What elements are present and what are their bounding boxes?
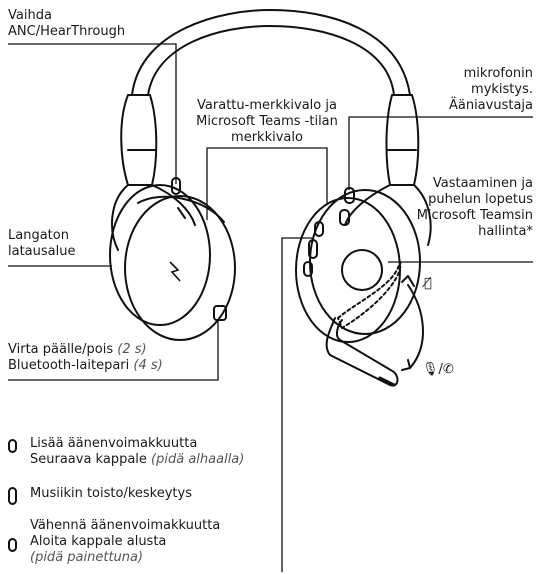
right-slider (385, 94, 420, 186)
wireless-charging-label: Langaton latausalue (8, 228, 75, 260)
power-line: Virta päälle/pois (2 s) (8, 342, 163, 358)
button-icon (8, 487, 17, 505)
teams-button (341, 249, 383, 291)
left-slider (120, 94, 158, 186)
wireless-charging-icon (169, 261, 181, 282)
headband (131, 9, 411, 96)
boom-mic (325, 317, 399, 387)
answer-label-line1: Vastaaminen ja (432, 176, 533, 191)
phone-icon: ✆ (442, 362, 454, 377)
vol-down-hint: (pidä painettuna) (30, 550, 144, 565)
legend-volume-down: Vähennä äänenvoimakkuutta Aloita kappale… (8, 518, 220, 566)
power-pairing-label: Virta päälle/pois (2 s) Bluetooth-laitep… (8, 342, 163, 374)
mute-icon: 🎙̸ (424, 276, 432, 291)
legend-volume-up: Lisää äänenvoimakkuutta Seuraava kappale… (8, 436, 244, 468)
anc-label-line2: ANC/HearThrough (8, 24, 126, 39)
pair-hint: (4 s) (133, 358, 163, 373)
answer-call-label: Vastaaminen ja puhelun lopetus Microsoft… (417, 176, 533, 240)
play-pause-text: Musiikin toisto/keskeytys (30, 486, 192, 501)
button-icon (8, 439, 17, 453)
mic-phone-icons: 🎙/✆ (422, 362, 454, 377)
anc-label-line1: Vaihda (8, 8, 52, 23)
answer-label-line2: puhelun lopetus (428, 192, 533, 207)
mic-icon: 🎙 (422, 362, 439, 377)
power-text: Virta päälle/pois (8, 342, 114, 357)
vol-up-line2: Seuraava kappale (30, 452, 147, 467)
busy-label-line2: Microsoft Teams -tilan (196, 114, 338, 129)
vol-down-line2: Aloita kappale alusta (30, 534, 167, 549)
mic-label-line3: Ääniavustaja (448, 98, 533, 113)
power-hint: (2 s) (117, 342, 147, 357)
busy-light-label: Varattu-merkkivalo ja Microsoft Teams -t… (174, 98, 360, 146)
vol-up-line1: Lisää äänenvoimakkuutta (30, 436, 198, 451)
answer-label-line4: hallinta* (478, 224, 533, 239)
mic-mute-label: mikrofonin mykistys. Ääniavustaja (449, 66, 533, 114)
vol-down-line1: Vähennä äänenvoimakkuutta (30, 518, 221, 533)
left-earcup-face (124, 195, 236, 341)
wireless-label-line1: Langaton (8, 228, 69, 243)
mic-label-line1: mikrofonin (463, 66, 533, 81)
vol-up-hint: (pidä alhaalla) (151, 452, 245, 467)
mic-label-line2: mykistys. (471, 82, 533, 97)
answer-label-line3: Microsoft Teamsin (416, 208, 533, 223)
pair-line: Bluetooth-laitepari (4 s) (8, 358, 163, 374)
busy-label-line1: Varattu-merkkivalo ja (197, 98, 337, 113)
busy-label-line3: merkkivalo (231, 130, 303, 145)
left-earcup-outer (109, 184, 211, 326)
wireless-label-line2: latausalue (8, 244, 76, 259)
pair-text: Bluetooth-laitepari (8, 358, 130, 373)
legend-play-pause: Musiikin toisto/keskeytys (8, 486, 192, 505)
anc-toggle-label: Vaihda ANC/HearThrough (8, 8, 125, 40)
button-icon (8, 538, 17, 552)
